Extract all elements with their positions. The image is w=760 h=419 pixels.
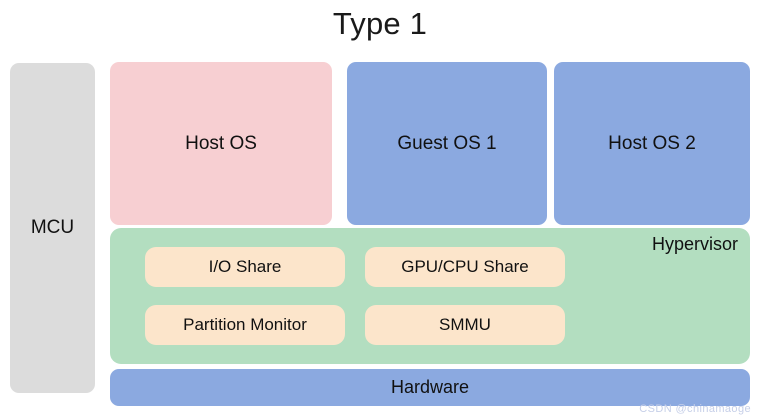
block-io-share-label: I/O Share	[208, 257, 282, 276]
block-smmu-label: SMMU	[439, 315, 491, 334]
block-hardware-label: Hardware	[390, 377, 470, 397]
block-io-share: I/O Share	[145, 247, 345, 287]
block-gpu-cpu-share: GPU/CPU Share	[365, 247, 565, 287]
block-host-os-label: Host OS	[185, 132, 257, 154]
block-smmu: SMMU	[365, 305, 565, 345]
block-mcu: MCU	[10, 63, 95, 393]
block-host-os: Host OS	[110, 62, 332, 225]
page-title: Type 1	[332, 6, 428, 41]
block-guest-os-1-label: Guest OS 1	[397, 132, 497, 154]
block-partition-monitor-label: Partition Monitor	[183, 315, 307, 334]
block-hypervisor: Hypervisor I/O Share GPU/CPU Share Parti…	[110, 228, 750, 364]
watermark: CSDN @chinamaoge	[639, 403, 751, 415]
block-host-os-2: Host OS 2	[554, 62, 750, 225]
block-hypervisor-label: Hypervisor	[651, 234, 738, 254]
block-gpu-cpu-share-label: GPU/CPU Share	[401, 257, 529, 276]
block-hardware: Hardware	[110, 369, 750, 406]
block-partition-monitor: Partition Monitor	[145, 305, 345, 345]
block-host-os-2-label: Host OS 2	[608, 132, 696, 154]
block-guest-os-1: Guest OS 1	[347, 62, 547, 225]
block-mcu-label: MCU	[30, 217, 75, 238]
